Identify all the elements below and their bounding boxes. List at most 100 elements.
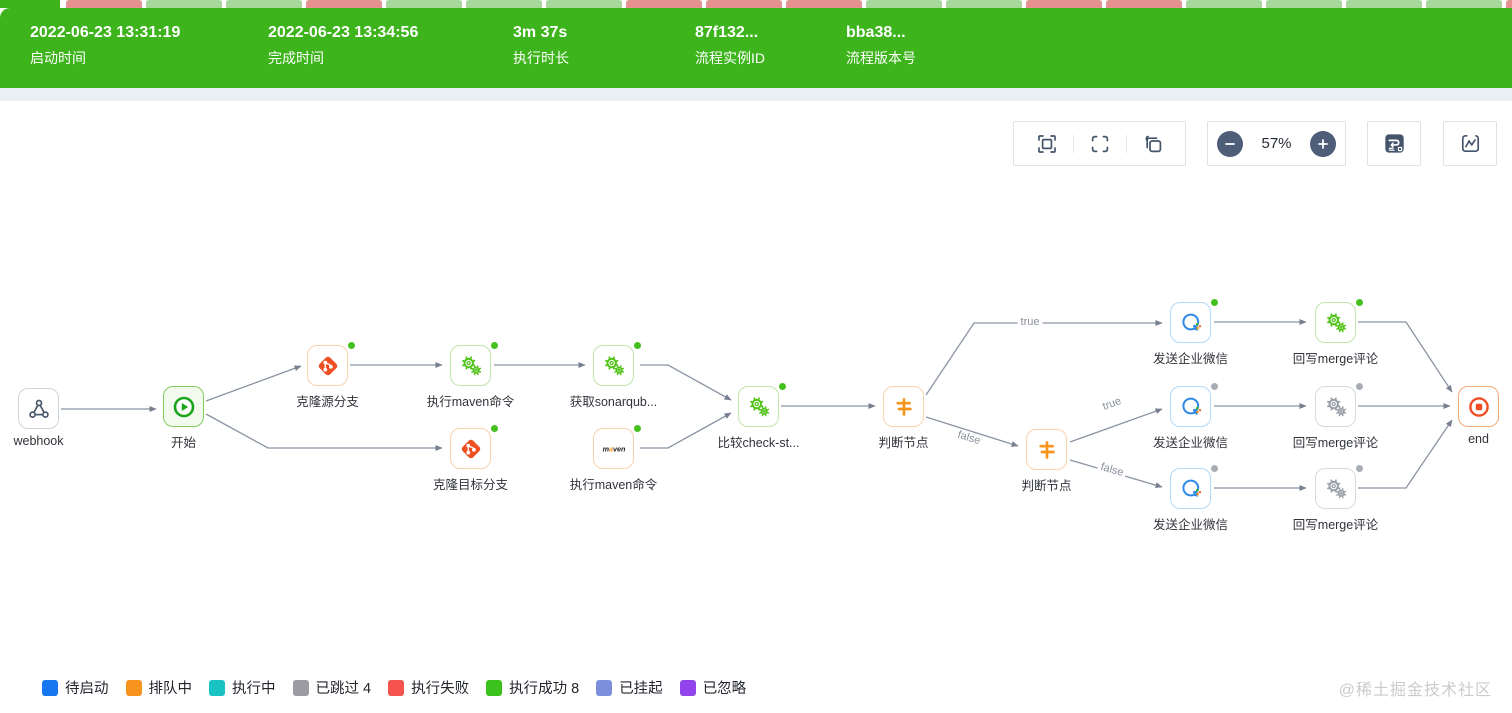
signpost-icon <box>1035 438 1059 462</box>
fullscreen-button[interactable] <box>1027 124 1067 164</box>
legend-item: 已忽略 <box>679 677 747 698</box>
stage-tab[interactable] <box>1426 0 1502 8</box>
stage-tab[interactable] <box>1266 0 1342 8</box>
stage-tab[interactable] <box>1106 0 1182 8</box>
stage-tab[interactable] <box>1346 0 1422 8</box>
flow-node-start[interactable] <box>163 386 204 427</box>
node-label: 执行maven命令 <box>569 478 658 492</box>
stage-tab[interactable] <box>866 0 942 8</box>
pipeline-detail-button[interactable] <box>1367 121 1421 166</box>
node-label: 判断节点 <box>878 436 929 450</box>
legend-swatch <box>486 679 503 696</box>
stage-tab[interactable] <box>706 0 782 8</box>
fit-view-button[interactable] <box>1080 124 1120 164</box>
stage-minimap-strip <box>0 0 1512 8</box>
stage-tab[interactable] <box>306 0 382 8</box>
play-icon <box>172 395 196 419</box>
flow-node-end[interactable] <box>1458 386 1499 427</box>
legend-swatch <box>209 679 225 696</box>
gears-icon <box>602 354 626 378</box>
legend-swatch <box>125 679 142 696</box>
node-status-dot <box>491 342 498 349</box>
node-label: 判断节点 <box>1021 479 1072 493</box>
wechat-icon <box>1179 395 1203 419</box>
header-shadow-strip <box>0 88 1512 101</box>
legend-label: 排队中 <box>148 681 193 697</box>
flow-node-clone-source[interactable] <box>307 342 355 386</box>
flow-node-wechat-2[interactable] <box>1170 383 1218 427</box>
flow-node-judge-2[interactable] <box>1026 429 1067 470</box>
stat-value: bba38... <box>846 24 906 41</box>
flow-node-compare[interactable] <box>738 383 786 427</box>
stat-label: 流程版本号 <box>846 50 916 66</box>
stage-tab[interactable] <box>466 0 542 8</box>
pipeline-map-icon <box>1384 134 1404 153</box>
flow-node-sonar[interactable] <box>593 342 641 386</box>
stat-value: 2022-06-23 13:31:19 <box>30 24 181 41</box>
stage-tab[interactable] <box>786 0 862 8</box>
stage-tab[interactable] <box>66 0 142 8</box>
legend-swatch <box>42 679 58 696</box>
legend-item: 已跳过 4 <box>292 677 372 698</box>
stage-tab[interactable] <box>226 0 302 8</box>
metrics-chart-icon <box>1461 134 1479 153</box>
stat-value: 3m 37s <box>513 24 568 41</box>
zoom-in-button[interactable] <box>1310 130 1336 157</box>
node-label: 克隆目标分支 <box>432 478 508 492</box>
node-label: 发送企业微信 <box>1152 352 1228 366</box>
flow-node-wechat-3[interactable] <box>1170 465 1218 509</box>
node-label: 克隆源分支 <box>296 395 359 409</box>
node-status-dot <box>1356 299 1363 306</box>
gears-icon <box>1324 477 1348 501</box>
node-status-dot <box>1356 465 1363 472</box>
reset-layout-button[interactable] <box>1133 124 1173 164</box>
flow-node-maven-1[interactable] <box>450 342 498 386</box>
flow-node-merge-1[interactable] <box>1315 299 1363 343</box>
flow-node-merge-3[interactable] <box>1315 465 1363 509</box>
flow-node-clone-target[interactable] <box>450 425 498 469</box>
stage-tab[interactable] <box>626 0 702 8</box>
node-label: 发送企业微信 <box>1152 436 1228 450</box>
stat-value: 2022-06-23 13:34:56 <box>268 24 419 41</box>
node-label: 获取sonarqub... <box>569 395 658 409</box>
node-label: 比较check-st... <box>717 436 800 450</box>
legend-label: 执行失败 <box>411 681 470 697</box>
signpost-icon <box>892 395 916 419</box>
metrics-button[interactable] <box>1443 121 1497 166</box>
node-status-dot <box>634 425 641 432</box>
view-controls-group <box>1013 121 1186 166</box>
stage-tab[interactable] <box>386 0 462 8</box>
minus-icon <box>1225 142 1235 145</box>
stat-value: 87f132... <box>695 24 759 41</box>
edge-condition-label: true <box>1017 316 1043 328</box>
flow-node-judge-1[interactable] <box>883 386 924 427</box>
legend-label: 执行中 <box>232 681 276 697</box>
stage-tab[interactable] <box>1026 0 1102 8</box>
gears-icon <box>747 395 771 419</box>
legend-label: 已跳过 4 <box>315 681 372 697</box>
fit-view-icon <box>1091 135 1108 152</box>
node-label: 执行maven命令 <box>426 395 515 409</box>
node-status-dot <box>491 425 498 432</box>
legend-item: 待启动 <box>42 677 109 698</box>
stage-tab[interactable] <box>1506 0 1512 8</box>
legend-item: 执行成功 8 <box>486 677 579 698</box>
legend-swatch <box>596 679 613 696</box>
overlap-squares-icon <box>1145 135 1161 152</box>
node-label: 回写merge评论 <box>1292 518 1379 532</box>
stage-tab[interactable] <box>1186 0 1262 8</box>
node-status-dot <box>779 383 786 390</box>
zoom-out-button[interactable] <box>1217 130 1243 157</box>
node-status-dot <box>348 342 355 349</box>
flow-node-webhook[interactable] <box>18 388 59 429</box>
flow-node-maven-2[interactable]: maven <box>593 425 641 469</box>
node-status-dot <box>1211 465 1218 472</box>
stage-tab[interactable] <box>946 0 1022 8</box>
legend-label: 已忽略 <box>702 681 747 697</box>
stage-tab[interactable] <box>146 0 222 8</box>
node-label: 发送企业微信 <box>1152 518 1228 532</box>
flow-node-wechat-1[interactable] <box>1170 299 1218 343</box>
flow-node-merge-2[interactable] <box>1315 383 1363 427</box>
stage-tab[interactable] <box>546 0 622 8</box>
